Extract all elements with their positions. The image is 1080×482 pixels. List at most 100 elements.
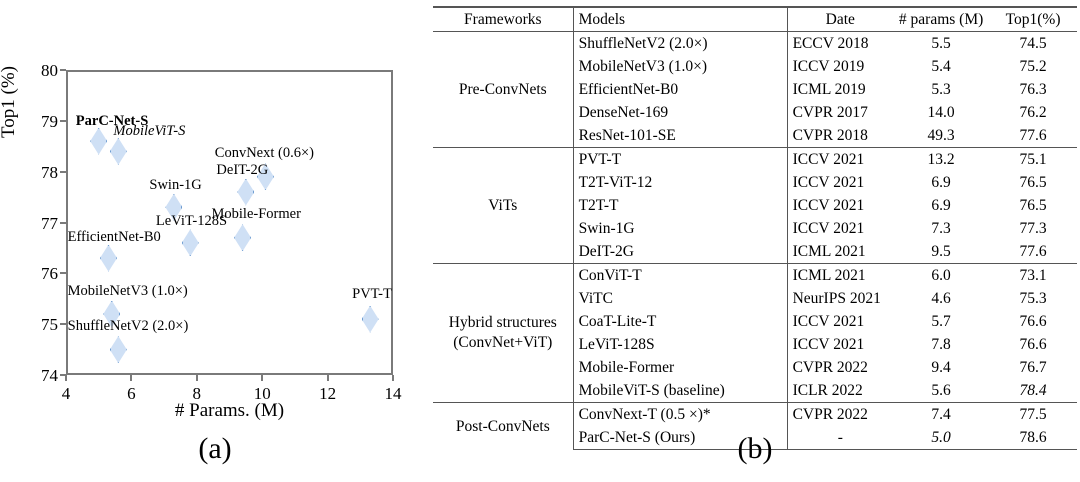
- x-axis-label: # Params. (M): [174, 400, 285, 421]
- y-tick-mark: [60, 374, 66, 376]
- cell-top1: 78.4: [1019, 382, 1047, 399]
- cell-model: ConvNext-T (0.5 ×)*: [573, 402, 788, 426]
- x-tick-label: 14: [384, 384, 402, 403]
- cell-model: Swin-1G: [573, 217, 788, 240]
- x-tick-label: 8: [192, 384, 202, 403]
- cell-top1: 74.5: [1019, 35, 1047, 52]
- cell-params: 6.0: [893, 263, 990, 287]
- data-point-label: ParC-Net-S: [75, 113, 149, 130]
- cell-top1: 77.3: [1019, 220, 1047, 237]
- y-tick-mark: [60, 323, 66, 326]
- cell-date: ICCV 2021: [792, 174, 865, 191]
- cell-model: ConViT-T: [573, 263, 788, 287]
- cell-date: ECCV 2018: [792, 35, 869, 52]
- data-point-label: MobileNetV3 (1.0×): [67, 283, 188, 300]
- y-tick-mark: [60, 69, 66, 71]
- cell-top1: 76.3: [1019, 81, 1047, 98]
- cell-params: 5.5: [931, 35, 951, 52]
- data-point-marker: [165, 193, 183, 221]
- column-header-params: # params (M): [893, 6, 990, 32]
- caption-b: (b): [737, 432, 773, 465]
- y-tick-label: 76: [41, 264, 58, 284]
- cell-params: 4.6: [931, 290, 951, 307]
- cell-model: ParC-Net-S (Ours): [573, 426, 788, 450]
- cell-model: ShuffleNetV2 (2.0×): [573, 31, 788, 55]
- data-point-marker: [100, 244, 117, 272]
- cell-model: ViTC: [573, 287, 788, 310]
- caption-a: (a): [198, 432, 232, 465]
- column-header-top1: Top1(%): [989, 6, 1077, 32]
- data-point-label: DeIT-2G: [216, 161, 269, 178]
- x-tick-label: 12: [319, 384, 337, 403]
- y-tick-mark: [60, 221, 66, 224]
- cell-model: LeViT-128S: [573, 333, 788, 356]
- cell-model: CoaT-Lite-T: [573, 310, 788, 333]
- x-tick-label: 6: [127, 384, 136, 403]
- x-tick-mark: [65, 375, 67, 381]
- data-point-label: Swin-1G: [149, 176, 202, 193]
- x-tick-mark: [195, 375, 198, 381]
- cell-date: ICML 2021: [787, 263, 894, 287]
- y-tick-label: 77: [41, 213, 58, 233]
- cell-model: DeIT-2G: [573, 240, 788, 264]
- cell-top1: 78.6: [989, 426, 1077, 450]
- data-point-marker: [181, 229, 199, 257]
- y-tick-mark: [60, 272, 66, 275]
- y-tick-mark: [60, 170, 66, 173]
- cell-params: 6.9: [931, 197, 951, 214]
- data-point-label: ShuffleNetV2 (2.0×): [67, 317, 189, 334]
- cell-date: ICML 2019: [792, 81, 866, 98]
- group-label-line: (ConvNet+ViT): [453, 334, 553, 351]
- cell-model: T2T-ViT-12: [573, 171, 788, 194]
- cell-date: ICCV 2021: [792, 313, 865, 330]
- cell-params: 14.0: [927, 104, 955, 121]
- cell-top1: 77.6: [1019, 127, 1047, 144]
- cell-model: Mobile-Former: [573, 356, 788, 379]
- cell-date: ICLR 2022: [792, 382, 863, 399]
- y-tick-mark: [60, 119, 66, 122]
- data-point-label: EfficientNet-B0: [67, 228, 161, 245]
- cell-params: 49.3: [927, 127, 955, 144]
- cell-params: 5.3: [931, 81, 951, 98]
- cell-top1: 77.6: [1019, 243, 1047, 260]
- y-tick-label: 75: [41, 315, 58, 335]
- cell-model: DenseNet-169: [573, 101, 788, 124]
- cell-model: ResNet-101-SE: [573, 124, 788, 148]
- cell-params: 5.7: [931, 313, 951, 330]
- y-tick-label: 80: [41, 61, 58, 80]
- cell-params: 13.2: [893, 147, 990, 171]
- data-point-label: LeViT-128S: [155, 212, 228, 229]
- group-label-cell: ViTs: [433, 147, 574, 264]
- group-label-cell: Hybrid structures(ConvNet+ViT): [433, 263, 574, 403]
- cell-top1: 77.5: [989, 402, 1077, 426]
- plot-frame: [66, 70, 393, 375]
- cell-model: PVT-T: [573, 147, 788, 171]
- cell-date: CVPR 2017: [792, 104, 868, 121]
- cell-date: CVPR 2018: [792, 127, 868, 144]
- cell-params: 9.4: [931, 359, 951, 376]
- cell-date: CVPR 2022: [792, 359, 868, 376]
- cell-top1: 73.1: [989, 263, 1077, 287]
- cell-date: ICCV 2021: [787, 147, 894, 171]
- x-tick-label: 10: [253, 384, 271, 403]
- y-tick-label: 74: [41, 366, 58, 385]
- cell-top1: 75.3: [1019, 290, 1047, 307]
- data-point-label: MobileViT-S: [113, 123, 186, 140]
- cell-top1: 76.5: [1019, 197, 1047, 214]
- cell-params: 9.5: [931, 243, 951, 260]
- cell-date: ICCV 2019: [792, 58, 865, 75]
- cell-date: ICCV 2021: [792, 220, 865, 237]
- data-point-label: ConvNext (0.6×): [214, 144, 314, 161]
